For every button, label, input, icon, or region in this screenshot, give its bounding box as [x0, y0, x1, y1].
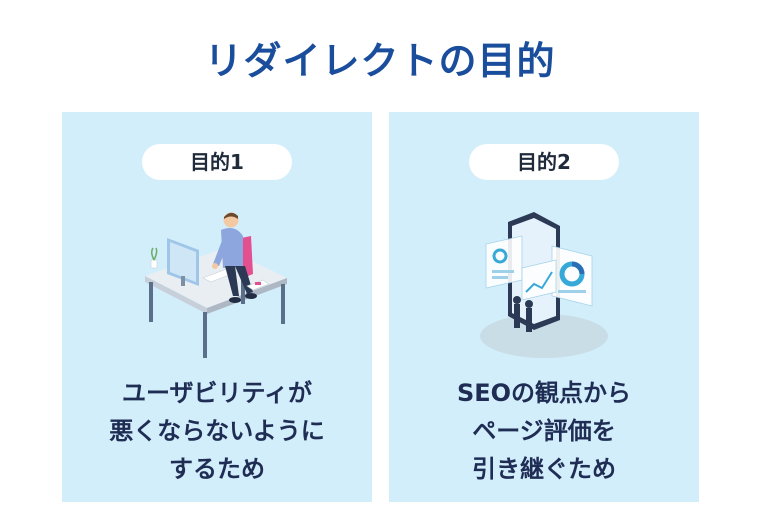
- purpose-description-2: SEOの観点から ページ評価を 引き継ぐため: [456, 379, 632, 483]
- purpose-badge-2: 目的2: [469, 144, 619, 180]
- page-title: リダイレクトの目的: [204, 39, 556, 83]
- smartphone-analytics-people-icon: [480, 212, 608, 358]
- purpose-card-2: 目的2 SEOの観点から ページ評価を 引き継ぐため: [389, 112, 699, 502]
- purpose-badge-1: 目的1: [142, 144, 292, 180]
- purpose-card-1: 目的1 ユーザ: [62, 112, 372, 502]
- person-at-desk-computer-icon: [145, 212, 287, 358]
- purpose-description-1: ユーザビリティが 悪くならないように するため: [109, 379, 325, 483]
